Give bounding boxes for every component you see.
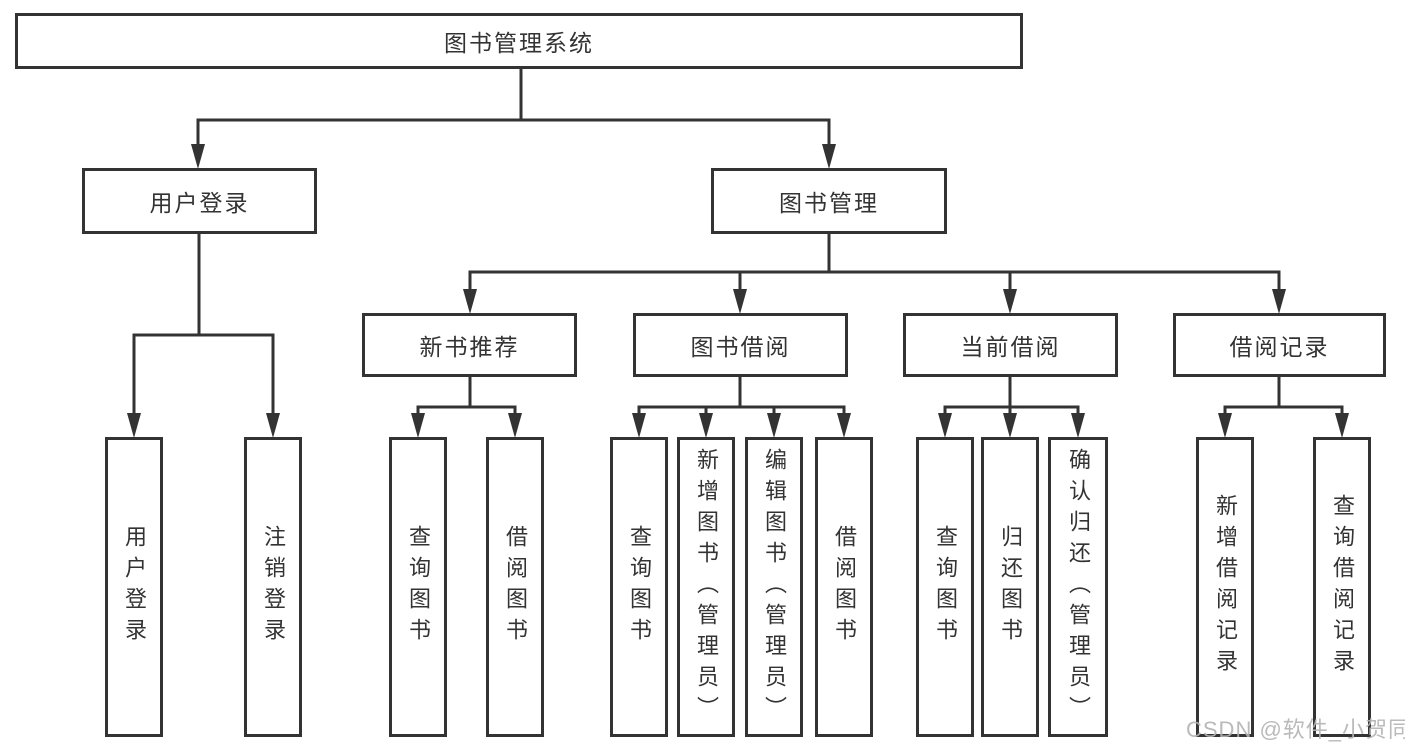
- arrow-down-icon: [1218, 413, 1232, 438]
- leaf-add-borrow-record: 新增借阅记录: [1196, 437, 1254, 737]
- arrow-down-icon: [822, 144, 836, 169]
- arrow-down-icon: [266, 413, 280, 438]
- arrow-down-icon: [1272, 289, 1286, 314]
- connector-root: [191, 69, 836, 169]
- node-book-management: 图书管理: [711, 168, 947, 234]
- connector-user-login: [127, 233, 280, 438]
- leaf-query-books-current: 查询图书: [916, 437, 974, 737]
- leaf-confirm-return-admin: 确认归还（管理员）: [1048, 437, 1108, 737]
- node-book-borrowing: 图书借阅: [633, 313, 848, 377]
- leaf-logout: 注销登录: [244, 437, 302, 737]
- arrow-down-icon: [1003, 289, 1017, 314]
- connector-borrowing-records: [1218, 377, 1349, 438]
- connector-current-borrowing: [938, 377, 1085, 438]
- arrow-down-icon: [1071, 413, 1085, 438]
- csdn-watermark: CSDN @软件_小贺同学: [1186, 717, 1405, 742]
- arrow-down-icon: [733, 289, 747, 314]
- arrow-down-icon: [1335, 413, 1349, 438]
- arrow-down-icon: [508, 413, 522, 438]
- node-current-borrowing: 当前借阅: [903, 313, 1118, 377]
- node-root: 图书管理系统: [15, 13, 1023, 69]
- leaf-return-books: 归还图书: [981, 437, 1039, 737]
- leaf-query-borrow-record: 查询借阅记录: [1313, 437, 1371, 737]
- arrow-down-icon: [463, 289, 477, 314]
- arrow-down-icon: [837, 413, 851, 438]
- node-new-book-recommend: 新书推荐: [362, 313, 577, 377]
- leaf-edit-book-admin: 编辑图书（管理员）: [745, 437, 803, 737]
- leaf-user-login: 用户登录: [105, 437, 163, 737]
- leaf-query-books-recommend: 查询图书: [389, 437, 447, 737]
- connector-book-borrowing: [632, 377, 851, 438]
- node-user-login: 用户登录: [82, 168, 317, 234]
- arrow-down-icon: [411, 413, 425, 438]
- arrow-down-icon: [191, 144, 205, 169]
- node-borrowing-records: 借阅记录: [1173, 313, 1386, 377]
- connector-new-book-recommend: [411, 377, 522, 438]
- leaf-add-book-admin: 新增图书（管理员）: [677, 437, 735, 737]
- arrow-down-icon: [938, 413, 952, 438]
- arrow-down-icon: [632, 413, 646, 438]
- connector-book-management: [463, 233, 1286, 314]
- arrow-down-icon: [767, 413, 781, 438]
- arrow-down-icon: [127, 413, 141, 438]
- arrow-down-icon: [699, 413, 713, 438]
- leaf-borrow-books-borrowing: 借阅图书: [815, 437, 873, 737]
- leaf-query-books-borrowing: 查询图书: [610, 437, 668, 737]
- leaf-borrow-books-recommend: 借阅图书: [486, 437, 544, 737]
- arrow-down-icon: [1003, 413, 1017, 438]
